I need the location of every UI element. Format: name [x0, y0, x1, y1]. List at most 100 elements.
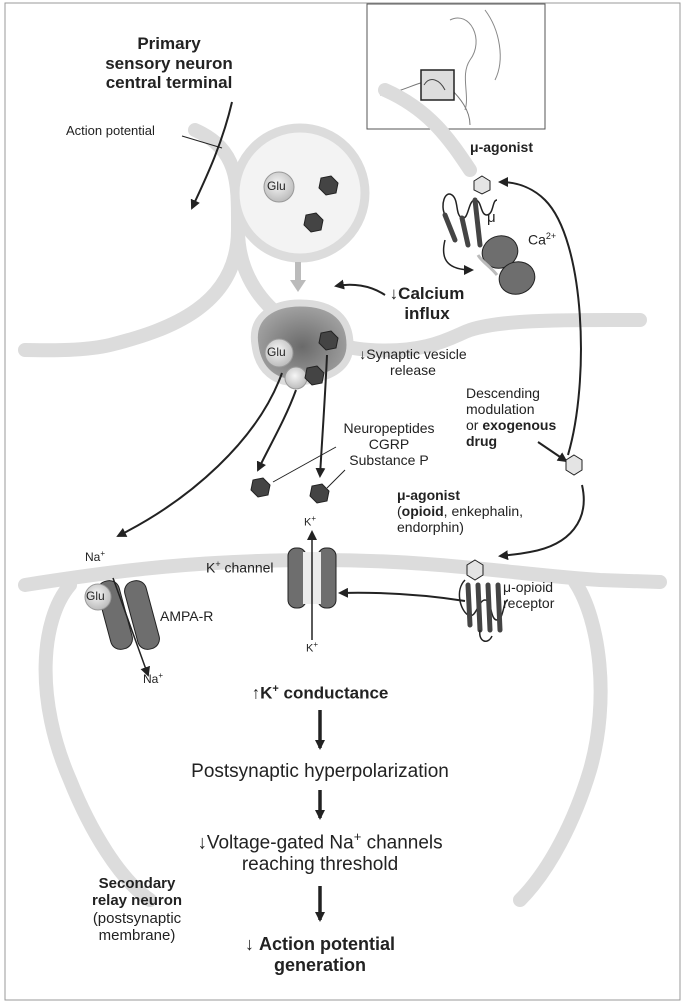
calcium-influx-label: ↓Calcium influx	[372, 284, 482, 323]
na-bottom-base: Na	[143, 672, 159, 686]
glu-release-label: Glu	[267, 345, 286, 359]
descending-arrow	[537, 441, 568, 463]
presynaptic-title-line2: sensory neuron	[105, 53, 233, 73]
postsynaptic-membrane	[18, 552, 667, 592]
relay-line2: relay neuron	[91, 892, 183, 910]
agonist-line3: endorphin)	[397, 519, 464, 536]
k-channel-charge: +	[215, 559, 221, 569]
glu-vesicle-label: Glu	[267, 179, 286, 193]
na-top-label: Na+	[85, 549, 105, 565]
na-top-charge: +	[100, 549, 106, 558]
calcium-line2: influx	[404, 303, 450, 323]
k-conductance-charge: +	[272, 683, 279, 695]
secondary-relay-label: Secondary relay neuron (postsynaptic mem…	[72, 875, 202, 944]
ap-arrow: ↓	[244, 934, 254, 954]
peptide-arrow-1	[256, 389, 297, 472]
released-peptide-1	[250, 477, 271, 498]
presynaptic-title-line3: central terminal	[105, 73, 233, 93]
k-bottom-charge: +	[313, 640, 319, 649]
na-bottom-charge: +	[158, 671, 164, 680]
synaptic-line1: ↓Synaptic vesicle	[359, 346, 467, 362]
k-top-label: K+	[304, 514, 316, 529]
action-potential-generation-label: ↓ Action potential generation	[200, 934, 440, 975]
voltage-gated-label: ↓Voltage-gated Na+ channels reaching thr…	[145, 829, 495, 876]
voltage-line2: reaching threshold	[241, 854, 399, 876]
peptide-release-1	[318, 330, 339, 351]
k-bottom-base: K	[306, 642, 314, 655]
relay-line3: (postsynaptic	[92, 909, 182, 927]
ap-line2: generation	[273, 954, 366, 975]
mu-agonist-top-label: μ-agonist	[470, 139, 534, 155]
k-bottom-label: K+	[306, 640, 318, 655]
k-conductance-rest: conductance	[278, 683, 389, 703]
voltage-line1-post: channels	[361, 832, 443, 854]
glu-bound-label: Glu	[86, 589, 105, 603]
drug-to-postsynaptic-arrow	[498, 484, 585, 561]
calcium-arrow-glyph: ↓	[389, 284, 399, 303]
neuropeptides-label: Neuropeptides CGRP Substance P	[330, 420, 448, 468]
k-top-charge: +	[311, 514, 317, 523]
calcium-ion-base: Ca	[528, 231, 546, 248]
glu-to-ampa-arrow	[116, 372, 283, 537]
neuropeptides-text: Neuropeptides	[343, 420, 435, 436]
ampa-label: AMPA-R	[160, 608, 214, 624]
k-conductance-k: K	[260, 683, 273, 703]
presynaptic-title-line1: Primary	[137, 34, 201, 53]
descending-line4: drug	[466, 433, 498, 450]
k-channel	[287, 547, 337, 609]
inset-thumbnail	[366, 3, 546, 130]
glu-vesicle-molecule	[263, 171, 295, 203]
voltage-line1-pre: ↓Voltage-gated Na	[197, 832, 354, 854]
k-top-base: K	[304, 516, 312, 529]
na-influx-arrow	[112, 577, 150, 677]
postsynaptic-mu-opioid-receptor	[458, 559, 509, 642]
agonist-opioid: opioid	[401, 503, 444, 520]
descending-line3-bold: exogenous	[482, 417, 557, 434]
calcium-ion-label: Ca2+	[528, 231, 556, 248]
calcium-line1: Calcium	[398, 284, 465, 303]
cgrp-text: CGRP	[368, 436, 410, 453]
presynaptic-mu-receptor	[442, 175, 498, 248]
synaptic-line2: release	[390, 362, 436, 379]
calcium-arrow	[334, 279, 386, 296]
ampa-receptor	[84, 580, 160, 650]
descending-line3-prefix: or	[466, 417, 483, 434]
agonist-rest: , enkephalin,	[443, 503, 524, 520]
k-channel-base: K	[206, 559, 216, 576]
mu-opioid-receptor-label: μ-opioid receptor	[503, 579, 554, 611]
synaptic-vesicle	[230, 123, 370, 263]
figure-border	[4, 2, 681, 1001]
presynaptic-title: Primary sensory neuron central terminal	[74, 34, 264, 93]
peptide-vesicle-1	[318, 175, 339, 196]
ap-line1: Action potential	[259, 934, 395, 954]
mu-symbol-label: μ	[487, 209, 496, 226]
voltage-line1-charge: +	[353, 829, 362, 844]
k-channel-label: K+ channel	[206, 559, 274, 576]
released-peptide-2	[309, 483, 330, 504]
na-top-base: Na	[85, 550, 101, 564]
peptide-release-2	[304, 365, 325, 386]
synaptic-release-label: ↓Synaptic vesicle release	[343, 346, 483, 378]
k-conductance-arrow: ↑	[251, 683, 261, 703]
relay-line1: Secondary	[98, 875, 176, 892]
drug-molecule	[565, 454, 583, 476]
calcium-channel	[476, 235, 536, 295]
k-conductance-label: ↑K+ conductance	[210, 683, 430, 703]
calcium-ion-charge: 2+	[545, 231, 557, 241]
na-bottom-label: Na+	[143, 671, 163, 687]
agonist-title: μ-agonist	[397, 487, 461, 503]
agonist-description-label: μ-agonist (opioid, enkephalin, endorphin…	[397, 487, 523, 535]
action-potential-label: Action potential	[66, 123, 155, 138]
mu-opioid-line1: μ-opioid	[503, 579, 554, 595]
peptide-arrow-2	[315, 354, 328, 478]
drug-to-presynaptic-arrow	[498, 177, 582, 456]
peptide-vesicle-2	[303, 212, 324, 233]
substance-p-text: Substance P	[349, 452, 429, 469]
descending-modulation-label: Descending modulation or exogenous drug	[466, 385, 566, 449]
k-channel-suffix: channel	[220, 559, 274, 576]
receptor-to-kchannel-arrow	[338, 587, 466, 602]
action-potential-arrow	[190, 101, 233, 210]
descending-line2: modulation	[466, 401, 535, 418]
